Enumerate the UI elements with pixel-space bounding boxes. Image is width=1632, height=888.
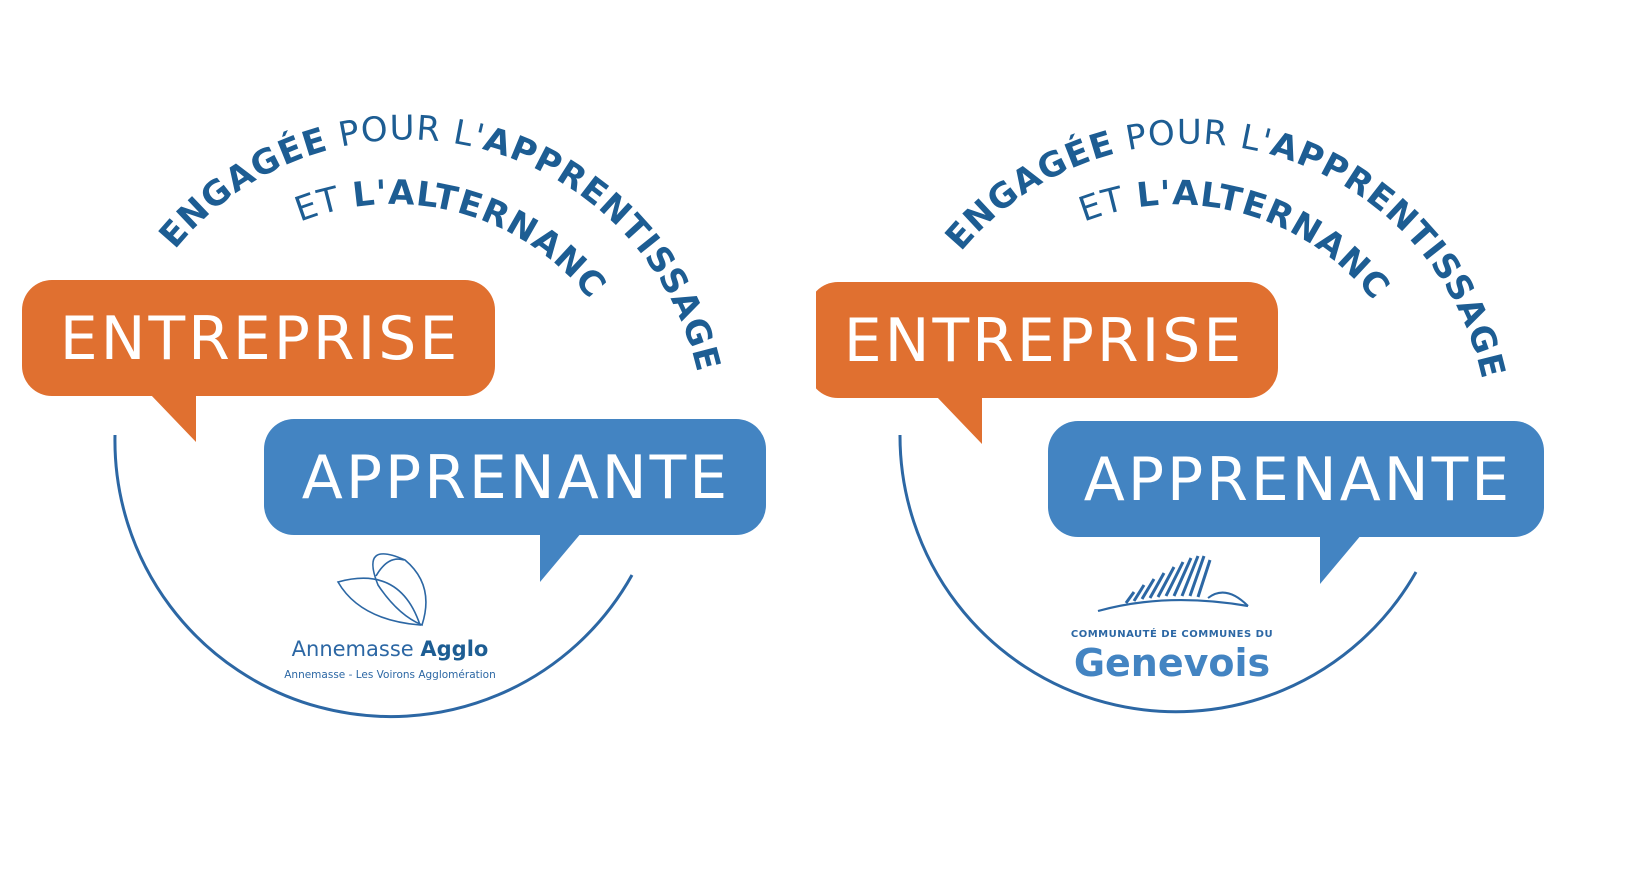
arc-word-et: ET xyxy=(1074,177,1140,230)
arc-word-apprentissage: APPRENTISSAGE xyxy=(1266,124,1513,383)
bubble-entreprise: ENTREPRISE xyxy=(22,280,495,442)
bubble-apprenante-label: APPRENANTE xyxy=(302,443,730,513)
arc-word-apprentissage: APPRENTISSAGE xyxy=(479,119,728,376)
circle-outline xyxy=(113,434,634,719)
partner-subtitle: Annemasse - Les Voirons Agglomération xyxy=(284,669,496,681)
badge-annemasse: ENGAGÉE POUR L'APPRENTISSAGE ET L'ALTERN… xyxy=(0,0,766,719)
bubble-entreprise-label: ENTREPRISE xyxy=(60,304,461,374)
partner-name-bold: Agglo xyxy=(420,637,488,661)
badge-genevois: ENGAGÉE POUR L'APPRENTISSAGE ET L'ALTERN… xyxy=(816,0,1632,888)
bubble-entreprise: ENTREPRISE xyxy=(816,282,1278,444)
badge-genevois-graphic: ENGAGÉE POUR L'APPRENTISSAGE ET L'ALTERN… xyxy=(816,0,1544,714)
bubble-apprenante: APPRENANTE xyxy=(264,419,766,582)
arc-word-pour: POUR L' xyxy=(322,108,489,158)
bubble-apprenante-label: APPRENANTE xyxy=(1084,445,1512,515)
partner-name-annemasse: Annemasse Agglo xyxy=(292,637,489,661)
badge-annemasse-graphic: ENGAGÉE POUR L'APPRENTISSAGE ET L'ALTERN… xyxy=(0,0,766,719)
arc-word-et: ET xyxy=(290,177,356,231)
bubble-apprenante: APPRENANTE xyxy=(1048,421,1544,584)
arc-word-pour: POUR L' xyxy=(1109,113,1276,163)
partner-name-light: Annemasse xyxy=(292,637,421,661)
mountain-ridge-icon xyxy=(1097,555,1249,613)
partner-name-genevois: Genevois xyxy=(1074,641,1270,685)
partner-small-caps: COMMUNAUTÉ DE COMMUNES DU xyxy=(1071,627,1273,640)
leaf-loop-icon xyxy=(336,553,427,627)
bubble-entreprise-label: ENTREPRISE xyxy=(844,306,1245,376)
circle-outline xyxy=(898,434,1418,714)
